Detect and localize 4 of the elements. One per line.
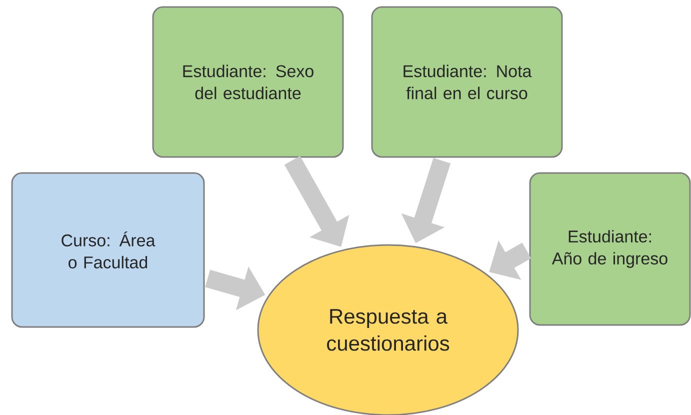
process-box: Estudiante: Sexo del estudiante [152,6,344,158]
process-box: Estudiante: Año de ingreso [529,172,691,326]
process-box: Curso: Área o Facultad [11,172,205,328]
process-box: Estudiante: Nota final en el curso [371,6,563,158]
